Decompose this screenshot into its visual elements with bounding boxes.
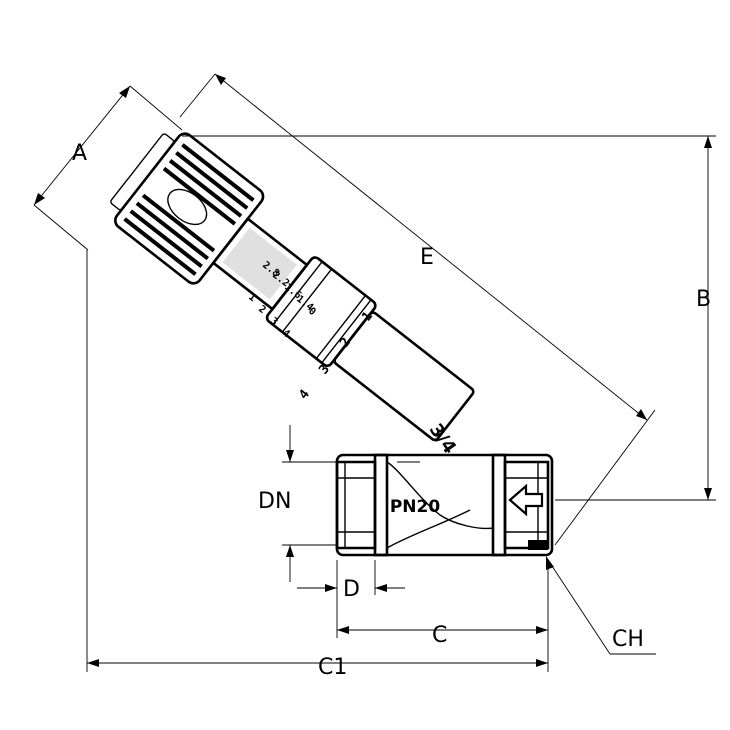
svg-text:4: 4	[296, 387, 313, 403]
dim-label-a: A	[72, 141, 87, 166]
pressure-marking: PN20	[390, 497, 441, 517]
bonnet-assembly	[110, 132, 475, 442]
svg-text:1: 1	[246, 292, 258, 304]
dim-label-c1: C1	[318, 655, 347, 680]
flow-arrow-icon	[508, 483, 544, 517]
svg-text:3: 3	[268, 316, 280, 328]
dim-label-c: C	[432, 623, 447, 648]
svg-text:2: 2	[256, 304, 268, 316]
svg-text:0: 0	[306, 306, 318, 318]
svg-text:4: 4	[280, 328, 292, 340]
dim-label-ch: CH	[612, 627, 644, 652]
size-marking: 3/4	[425, 420, 460, 458]
valve-body	[335, 453, 554, 557]
dim-label-e: E	[420, 245, 434, 270]
dim-label-dn: DN	[258, 489, 291, 514]
dimension-lines	[33, 73, 716, 672]
dim-label-b: B	[696, 287, 711, 312]
dim-label-d: D	[343, 577, 360, 602]
